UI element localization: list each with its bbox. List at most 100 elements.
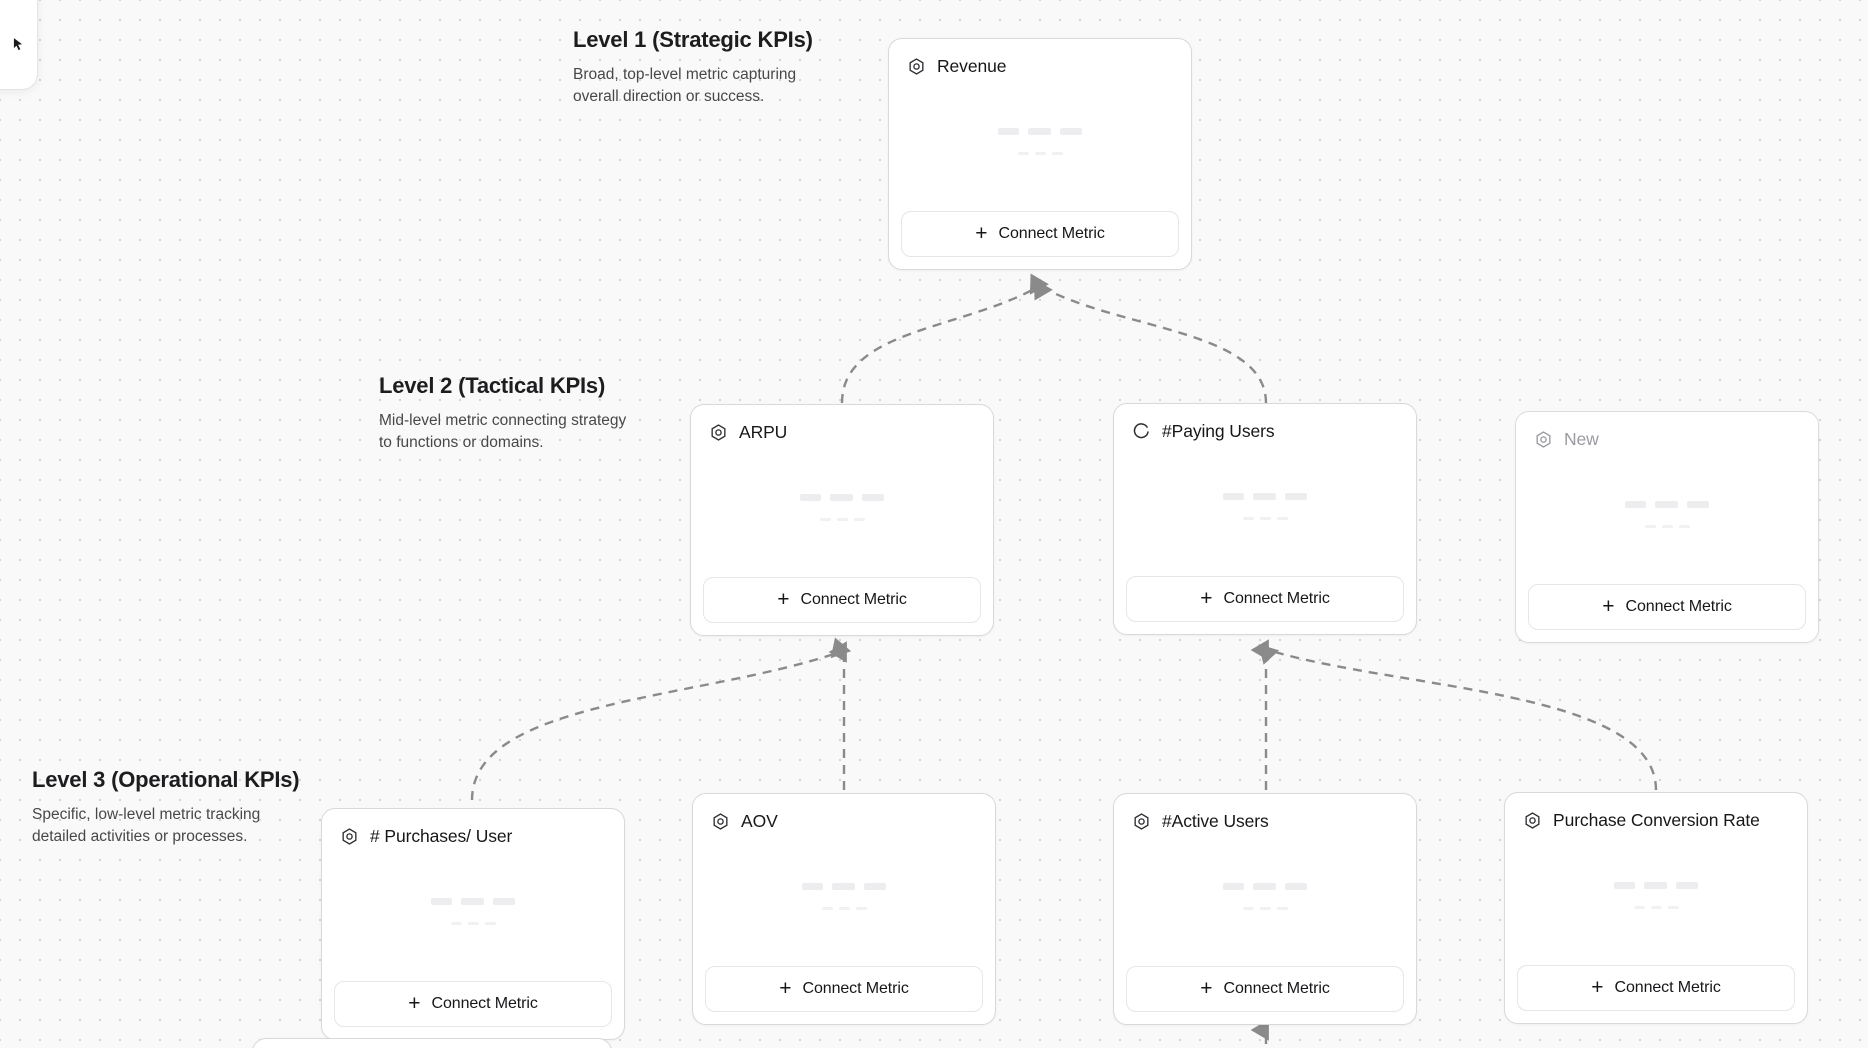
skeleton-bar <box>1028 127 1051 135</box>
card-skeleton-body <box>693 832 995 966</box>
level-2-description: Mid-level metric connecting strategy to … <box>379 411 627 451</box>
plus-icon: + <box>975 221 988 245</box>
skeleton-bar <box>830 493 853 501</box>
card-header: Purchase Conversion Rate <box>1505 793 1807 831</box>
plus-icon: + <box>779 976 792 1000</box>
hexagon-metric-icon <box>709 423 728 442</box>
card-skeleton-body <box>1114 442 1416 576</box>
metric-card-active-users[interactable]: #Active Users + Connect Metric <box>1113 793 1417 1025</box>
metric-card-offscreen-below[interactable] <box>252 1038 612 1048</box>
skeleton-row-secondary <box>819 517 865 521</box>
plus-icon: + <box>408 991 421 1015</box>
connect-metric-label: Connect Metric <box>1223 590 1330 607</box>
level-3-description: Specific, low-level metric tracking deta… <box>32 805 261 845</box>
skeleton-bar <box>836 517 848 521</box>
hexagon-metric-icon <box>907 57 926 76</box>
card-skeleton-body <box>1516 450 1818 584</box>
skeleton-bar <box>998 127 1019 135</box>
metric-card-aov[interactable]: AOV + Connect Metric <box>692 793 996 1025</box>
skeleton-bar <box>1667 905 1679 909</box>
skeleton-bar <box>1644 524 1656 528</box>
connect-metric-label: Connect Metric <box>431 995 538 1012</box>
floating-toolbar-panel[interactable] <box>0 0 38 90</box>
metric-card-revenue[interactable]: Revenue + Connect Metric <box>888 38 1192 270</box>
skeleton-bar <box>1253 882 1276 890</box>
skeleton-bar <box>1650 905 1662 909</box>
connect-metric-button[interactable]: + Connect Metric <box>1528 584 1806 630</box>
skeleton-bar <box>1661 524 1673 528</box>
level-2-label-group: Level 2 (Tactical KPIs) Mid-level metric… <box>379 372 629 454</box>
metric-card-paying-users[interactable]: #Paying Users + Connect Metric <box>1113 403 1417 635</box>
skeleton-bar <box>853 517 865 521</box>
card-skeleton-body <box>1114 832 1416 966</box>
hexagon-metric-icon <box>1132 812 1151 831</box>
edge-paying-users-to-revenue <box>1033 279 1268 404</box>
plus-icon: + <box>1602 594 1615 618</box>
card-header: Revenue <box>889 39 1191 77</box>
metric-card-arpu[interactable]: ARPU + Connect Metric <box>690 404 994 636</box>
connect-metric-button[interactable]: + Connect Metric <box>334 981 612 1027</box>
connect-metric-button[interactable]: + Connect Metric <box>703 577 981 623</box>
level-1-description: Broad, top-level metric capturing overal… <box>573 65 797 105</box>
skeleton-row-primary <box>998 127 1082 135</box>
skeleton-bar <box>1051 151 1063 155</box>
connect-metric-button[interactable]: + Connect Metric <box>1517 965 1795 1011</box>
card-title: ARPU <box>739 422 788 442</box>
skeleton-bar <box>862 493 884 501</box>
skeleton-bar <box>1034 151 1046 155</box>
card-header: # Purchases/ User <box>322 809 624 847</box>
skeleton-bar <box>1259 516 1271 520</box>
level-1-title: Level 1 (Strategic KPIs) <box>573 27 813 52</box>
connect-metric-button[interactable]: + Connect Metric <box>1126 576 1404 622</box>
metric-card-purchases-per-user[interactable]: # Purchases/ User + Connect Metric <box>321 808 625 1040</box>
level-3-label-group: Level 3 (Operational KPIs) Specific, low… <box>32 766 300 848</box>
skeleton-bar <box>855 906 867 910</box>
edge-conversion-to-paying-users <box>1258 644 1658 791</box>
card-skeleton-body <box>889 77 1191 211</box>
card-title: # Purchases/ User <box>370 826 513 846</box>
level-3-title: Level 3 (Operational KPIs) <box>32 767 300 792</box>
skeleton-bar <box>1060 127 1082 135</box>
skeleton-bar <box>838 906 850 910</box>
connect-metric-button[interactable]: + Connect Metric <box>1126 966 1404 1012</box>
skeleton-bar <box>832 882 855 890</box>
skeleton-bar <box>450 921 462 925</box>
skeleton-bar <box>1242 516 1254 520</box>
skeleton-bar <box>1259 906 1271 910</box>
level-2-title: Level 2 (Tactical KPIs) <box>379 373 606 398</box>
skeleton-bar <box>1276 906 1288 910</box>
skeleton-bar <box>1285 492 1307 500</box>
skeleton-bar <box>484 921 496 925</box>
card-title: #Paying Users <box>1162 421 1275 441</box>
skeleton-bar <box>1678 524 1690 528</box>
hexagon-metric-icon <box>1523 811 1542 830</box>
skeleton-bar <box>1687 500 1709 508</box>
metric-card-purchase-conversion-rate[interactable]: Purchase Conversion Rate + Connect Metri… <box>1504 792 1808 1024</box>
skeleton-bar <box>819 517 831 521</box>
skeleton-bar <box>431 897 452 905</box>
plus-icon: + <box>1200 586 1213 610</box>
skeleton-bar <box>1655 500 1678 508</box>
card-title: New <box>1564 429 1599 449</box>
card-header: #Active Users <box>1114 794 1416 832</box>
card-title: AOV <box>741 811 778 831</box>
connect-metric-button[interactable]: + Connect Metric <box>901 211 1179 257</box>
card-header: ARPU <box>691 405 993 443</box>
connect-metric-button[interactable]: + Connect Metric <box>705 966 983 1012</box>
skeleton-bar <box>1223 492 1244 500</box>
hexagon-metric-icon <box>340 827 359 846</box>
card-skeleton-body <box>691 443 993 577</box>
metric-card-new[interactable]: New + Connect Metric <box>1515 411 1819 643</box>
skeleton-row-primary <box>1625 500 1709 508</box>
skeleton-row-primary <box>1223 492 1307 500</box>
skeleton-bar <box>1253 492 1276 500</box>
skeleton-bar <box>1242 906 1254 910</box>
card-title: Revenue <box>937 56 1007 76</box>
connect-metric-label: Connect Metric <box>802 980 909 997</box>
plus-icon: + <box>1200 976 1213 1000</box>
edge-arpu-to-revenue <box>840 273 1049 404</box>
cursor-icon[interactable] <box>11 37 25 51</box>
skeleton-row-primary <box>431 897 515 905</box>
skeleton-row-primary <box>1223 882 1307 890</box>
